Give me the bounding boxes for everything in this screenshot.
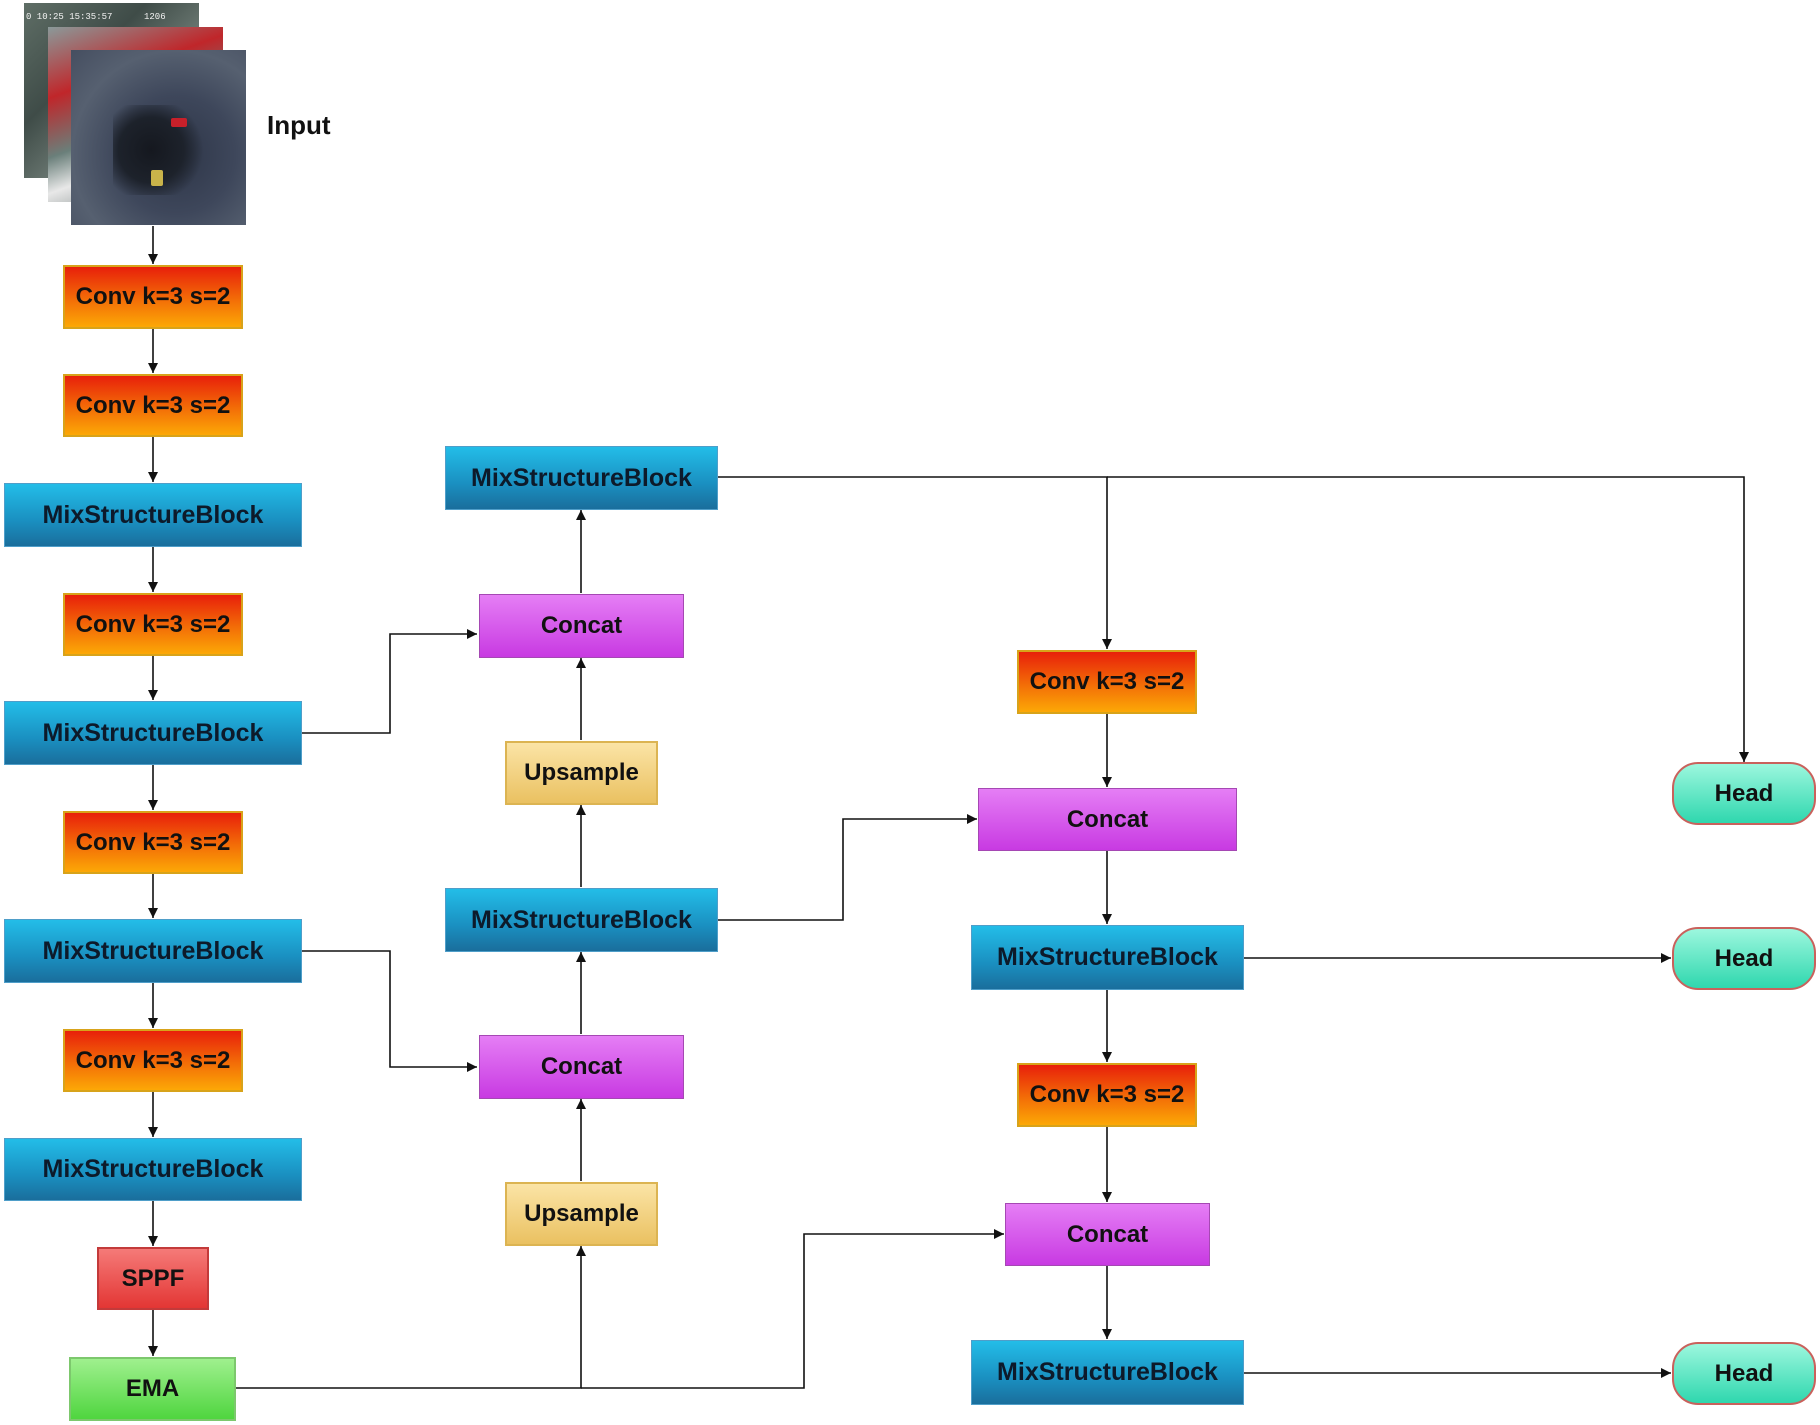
arrow-msb6-to-head1	[1107, 476, 1749, 762]
photo-timestamp: 0 10:25 15:35:57	[26, 12, 113, 22]
sppf-block: SPPF	[97, 1247, 209, 1310]
arrow-ema-to-up1	[236, 1246, 586, 1389]
conv-block-1: Conv k=3 s=2	[63, 265, 243, 329]
arrow-msb6-to-conv6	[718, 476, 1112, 649]
mix-structure-block-8: MixStructureBlock	[971, 1340, 1244, 1405]
concat-block-3: Concat	[978, 788, 1237, 851]
mix-structure-block-2: MixStructureBlock	[4, 701, 302, 765]
input-photo-front	[71, 50, 246, 225]
conv-block-4: Conv k=3 s=2	[63, 811, 243, 874]
mix-structure-block-5: MixStructureBlock	[445, 888, 718, 952]
arrow-msb3-to-concat1	[302, 950, 477, 1072]
debris-can	[151, 170, 163, 186]
concat-block-4: Concat	[1005, 1203, 1210, 1266]
concat-block-2: Concat	[479, 594, 684, 658]
mix-structure-block-7: MixStructureBlock	[971, 925, 1244, 990]
upsample-block-1: Upsample	[505, 1182, 658, 1246]
photo-counter: 1206	[144, 12, 166, 22]
input-label: Input	[267, 110, 331, 140]
head-block-2: Head	[1672, 927, 1816, 990]
ema-block: EMA	[69, 1357, 236, 1421]
arrow-ema-to-concat4	[581, 1229, 1004, 1389]
concat-block-1: Concat	[479, 1035, 684, 1099]
conv-block-5: Conv k=3 s=2	[63, 1029, 243, 1092]
head-block-3: Head	[1672, 1342, 1816, 1405]
arrow-msb2-to-concat2	[302, 629, 477, 734]
conv-block-3: Conv k=3 s=2	[63, 593, 243, 656]
conv-block-6: Conv k=3 s=2	[1017, 650, 1197, 714]
debris-bottle	[171, 118, 187, 127]
upsample-block-2: Upsample	[505, 741, 658, 805]
mix-structure-block-6: MixStructureBlock	[445, 446, 718, 510]
conv-block-2: Conv k=3 s=2	[63, 374, 243, 437]
input-image-stack: 0 10:25 15:35:57 1206	[24, 3, 248, 225]
mix-structure-block-4: MixStructureBlock	[4, 1138, 302, 1201]
conv-block-7: Conv k=3 s=2	[1017, 1063, 1197, 1127]
arrow-msb5-to-concat3	[718, 814, 977, 921]
mix-structure-block-1: MixStructureBlock	[4, 483, 302, 547]
mix-structure-block-3: MixStructureBlock	[4, 919, 302, 983]
head-block-1: Head	[1672, 762, 1816, 825]
